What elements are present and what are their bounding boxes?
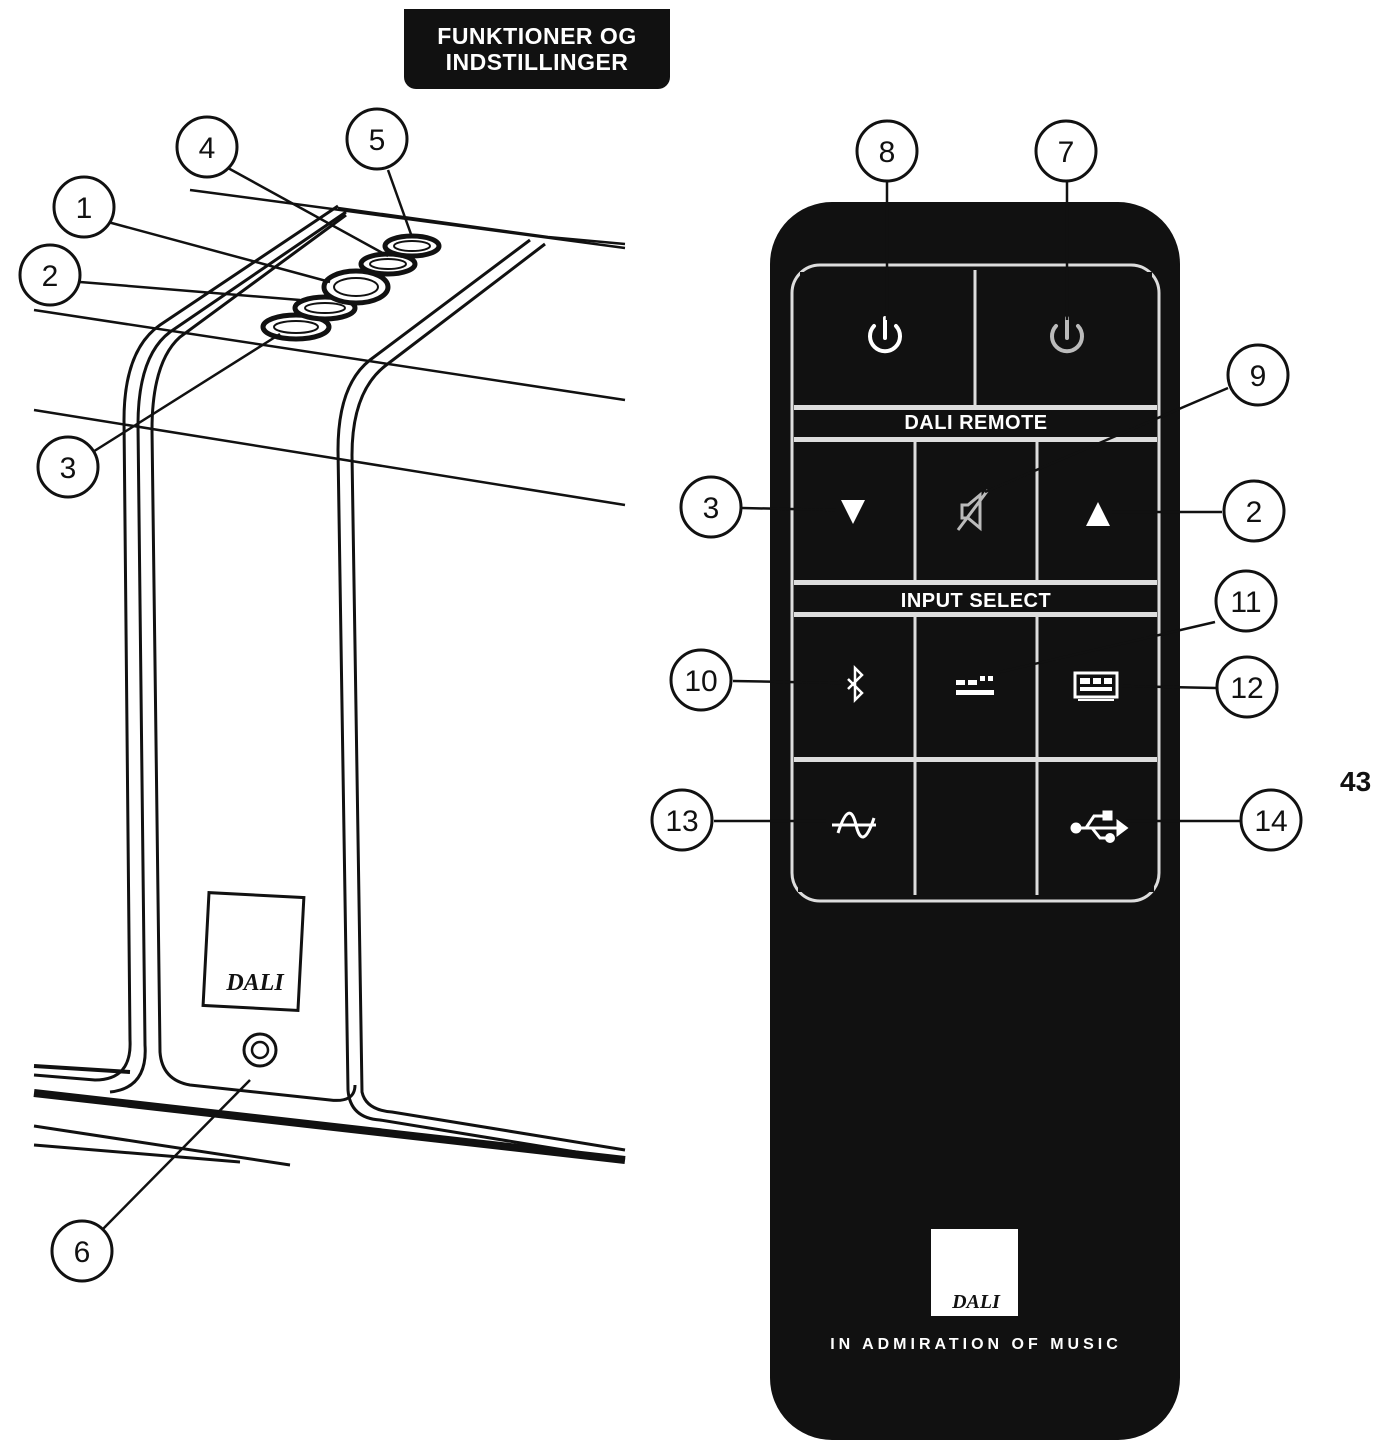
- page-number: 43: [1340, 766, 1372, 797]
- section-header-badge: FUNKTIONER OG INDSTILLINGER: [404, 9, 670, 89]
- soundbar-illustration: DALI: [33, 188, 626, 1167]
- remote-volume-down-button[interactable]: [798, 445, 912, 577]
- soundbar-logo: DALI: [225, 970, 285, 996]
- callout-14: 14: [1239, 788, 1303, 852]
- mute-icon: [956, 489, 990, 532]
- svg-text:7: 7: [1058, 136, 1075, 169]
- soundbar-leader-lines: [79, 166, 414, 1233]
- svg-text:10: 10: [684, 665, 717, 698]
- remote-mute-button[interactable]: [918, 445, 1034, 577]
- remote-blank-button[interactable]: [918, 764, 1034, 892]
- remote-tagline: IN ADMIRATION OF MUSIC: [830, 1336, 1122, 1353]
- callout-6: 6: [50, 1219, 114, 1283]
- remote-leader-lines: [714, 182, 1240, 823]
- analog-wave-icon: [832, 811, 876, 839]
- power-icon: [868, 316, 902, 354]
- callout-5: 5: [345, 107, 409, 171]
- callout-remote-2: 2: [1222, 479, 1286, 543]
- callout-11: 11: [1214, 569, 1278, 633]
- svg-text:11: 11: [1230, 586, 1261, 619]
- remote-control-illustration: DALI REMOTE INPUT SELECT: [770, 202, 1180, 1440]
- callout-8: 8: [855, 119, 919, 183]
- section-label-input-select: INPUT SELECT: [901, 590, 1051, 612]
- callout-12: 12: [1215, 655, 1279, 719]
- remote-usb-button[interactable]: [1040, 764, 1154, 892]
- remote-optical-button[interactable]: [918, 620, 1034, 755]
- hdmi-tv-icon: [1073, 671, 1119, 701]
- svg-text:9: 9: [1250, 360, 1267, 393]
- svg-text:3: 3: [703, 492, 720, 525]
- svg-text:14: 14: [1254, 805, 1287, 838]
- svg-text:3: 3: [60, 452, 77, 485]
- callout-10: 10: [669, 648, 733, 712]
- svg-text:2: 2: [1246, 496, 1263, 529]
- remote-analog-button[interactable]: [798, 764, 912, 892]
- section-header-line1: FUNKTIONER OG: [437, 23, 637, 49]
- callout-remote-3: 3: [679, 475, 743, 539]
- svg-text:13: 13: [665, 805, 698, 838]
- volume-up-icon: [1086, 502, 1110, 526]
- svg-text:8: 8: [879, 136, 896, 169]
- svg-text:5: 5: [369, 124, 386, 157]
- remote-logo: DALI: [951, 1291, 1001, 1313]
- svg-text:12: 12: [1230, 672, 1263, 705]
- section-header-line2: INDSTILLINGER: [445, 49, 629, 75]
- optical-icon: [956, 676, 994, 695]
- usb-icon: [1070, 810, 1129, 843]
- callout-1: 1: [52, 175, 116, 239]
- callout-7: 7: [1034, 119, 1098, 183]
- power-icon: [1050, 316, 1084, 354]
- volume-down-icon: [841, 500, 865, 524]
- remote-power-button-8[interactable]: [800, 272, 970, 402]
- remote-bluetooth-button[interactable]: [798, 620, 912, 755]
- remote-logo-plate: [931, 1229, 1018, 1316]
- callout-2: 2: [18, 243, 82, 307]
- callout-4: 4: [175, 115, 239, 179]
- svg-text:4: 4: [199, 132, 216, 165]
- callout-13: 13: [650, 788, 714, 852]
- svg-text:1: 1: [76, 192, 93, 225]
- svg-text:6: 6: [74, 1236, 91, 1269]
- callout-3: 3: [36, 435, 100, 499]
- callout-9: 9: [1226, 343, 1290, 407]
- svg-text:2: 2: [42, 260, 59, 293]
- bluetooth-icon: [847, 664, 864, 704]
- section-label-dali-remote: DALI REMOTE: [904, 412, 1047, 434]
